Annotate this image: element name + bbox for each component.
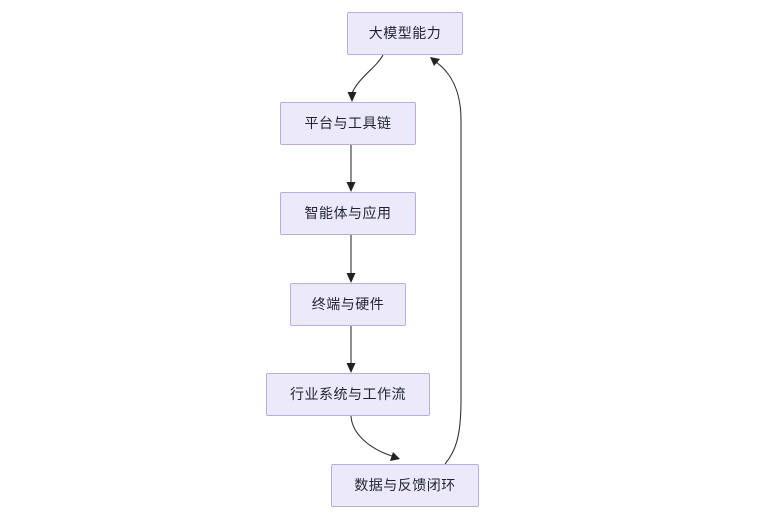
node-data-and-feedback-loop[interactable]: 数据与反馈闭环 (331, 464, 479, 507)
node-label: 终端与硬件 (311, 296, 385, 313)
node-label: 智能体与应用 (304, 205, 392, 222)
node-industry-system-and-workflow[interactable]: 行业系统与工作流 (266, 373, 430, 416)
edge-data-to-capability-feedback (430, 57, 462, 465)
node-label: 大模型能力 (368, 25, 442, 42)
node-agent-and-application[interactable]: 智能体与应用 (280, 192, 416, 235)
edge-industry-to-data (350, 415, 400, 461)
node-label: 数据与反馈闭环 (354, 477, 456, 494)
node-label: 平台与工具链 (304, 115, 392, 132)
node-terminal-and-hardware[interactable]: 终端与硬件 (290, 283, 406, 326)
node-platform-and-toolchain[interactable]: 平台与工具链 (280, 102, 416, 145)
node-label: 行业系统与工作流 (290, 386, 406, 403)
edge-device-to-industry (346, 326, 356, 373)
edge-capability-to-platform (347, 54, 384, 102)
node-large-model-capability[interactable]: 大模型能力 (347, 12, 463, 55)
edge-agent-to-device (346, 235, 356, 283)
edge-platform-to-agent (346, 145, 356, 192)
